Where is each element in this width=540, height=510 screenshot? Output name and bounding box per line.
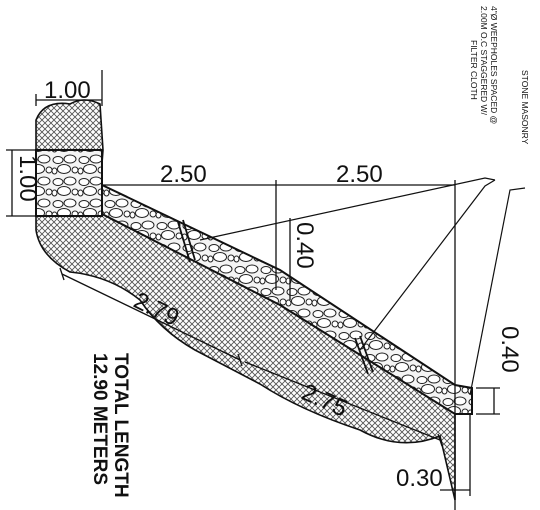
top-masonry-block — [35, 149, 103, 217]
dimension-lines — [6, 70, 500, 510]
dim-thickness-lower: 0.40 — [496, 326, 523, 373]
weephole-pipe-lower — [354, 335, 374, 375]
note-weepholes-line1: 4"Ø WEEPHOLES SPACED @ — [489, 6, 499, 124]
dim-top-width: 1.00 — [44, 77, 91, 104]
weephole-pipe-upper — [177, 219, 196, 263]
note-weepholes-line2: 2.00M O.C STAGGERED W/ — [479, 6, 489, 116]
dim-run-upper: 2.50 — [160, 161, 207, 188]
total-length-value: 12.90 METERS — [89, 353, 110, 485]
sloped-masonry-band — [101, 183, 473, 415]
note-weepholes-line3: FILTER CLOTH — [469, 40, 479, 100]
dim-top-height: 1.00 — [14, 155, 41, 202]
dim-run-lower: 2.50 — [336, 161, 383, 188]
note-leader-lines — [199, 177, 526, 396]
total-length-label: TOTAL LENGTH — [110, 353, 131, 498]
dim-thickness-upper: 0.40 — [291, 222, 318, 269]
dim-toe-width: 0.30 — [396, 465, 443, 492]
note-stone-masonry: STONE MASONRY — [520, 70, 530, 145]
